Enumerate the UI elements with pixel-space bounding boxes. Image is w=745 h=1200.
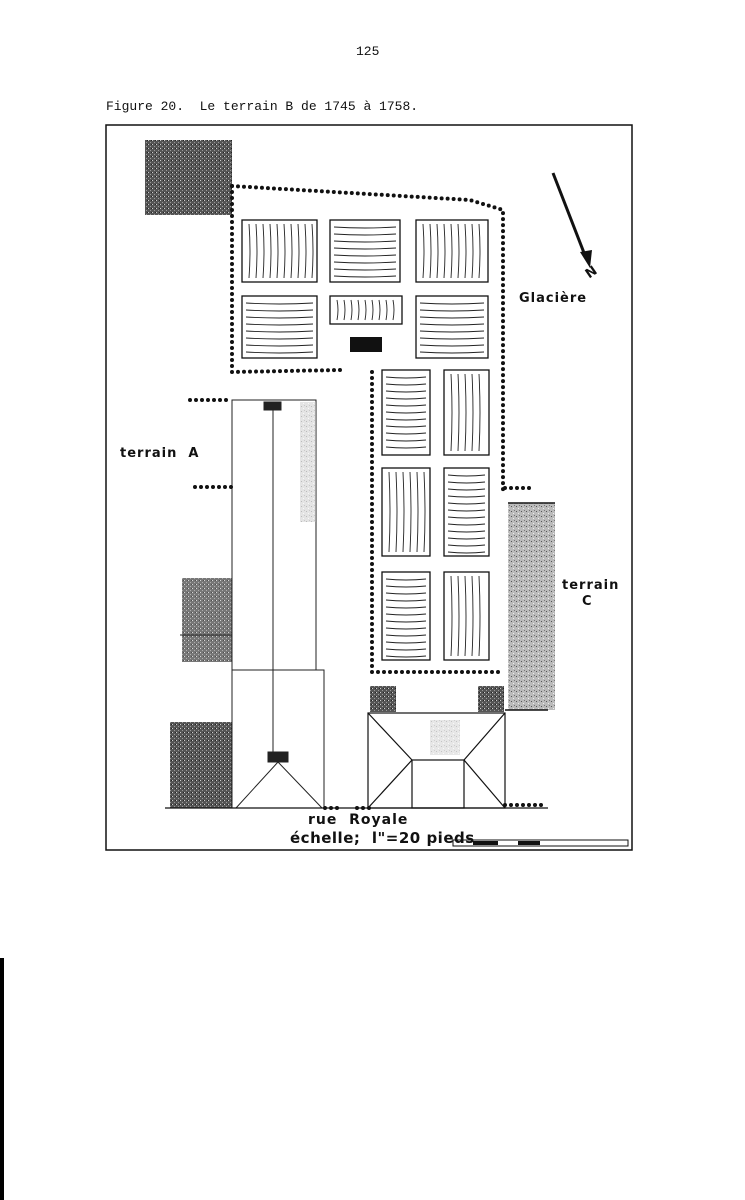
garden-bed <box>443 571 490 661</box>
pavilion-left <box>370 686 396 712</box>
garden-beds <box>241 219 490 661</box>
building-terrain-a-middle <box>182 578 232 662</box>
scale-bar <box>452 839 629 847</box>
garden-bed <box>381 467 431 557</box>
building-terrain-c <box>508 503 555 710</box>
garden-bed <box>381 369 431 456</box>
street-label: rue Royale <box>308 812 409 828</box>
pavilion-right <box>478 686 504 712</box>
label-terrain-c: terrain <box>562 578 620 593</box>
garden-bed <box>381 571 431 661</box>
garden-bed <box>443 369 490 456</box>
figure-caption: Figure 20. Le terrain B de 1745 à 1758. <box>106 99 419 114</box>
garden-bed <box>415 219 489 283</box>
glaciere-structure <box>350 337 382 352</box>
garden-bed <box>415 295 489 359</box>
garden-bed <box>241 295 318 359</box>
label-glaciere: Glacière <box>519 291 588 306</box>
scale-label: échelle; l"=20 pieds <box>290 829 475 847</box>
building-terrain-a-bottom <box>170 722 232 808</box>
page-number: 125 <box>356 44 380 59</box>
label-terrain-a: terrain A <box>120 446 200 461</box>
hedge-dotted-lines <box>188 184 547 810</box>
scan-edge <box>0 958 4 1200</box>
garden-bed <box>329 219 401 283</box>
main-house <box>367 712 506 809</box>
north-arrow-icon <box>551 172 592 268</box>
garden-bed <box>329 295 403 325</box>
garden-bed <box>241 219 318 283</box>
left-outbuilding <box>231 399 325 809</box>
garden-bed <box>443 467 490 557</box>
figure-frame <box>105 124 633 851</box>
label-terrain-c-letter: C <box>582 594 593 609</box>
building-top-left <box>145 140 232 215</box>
